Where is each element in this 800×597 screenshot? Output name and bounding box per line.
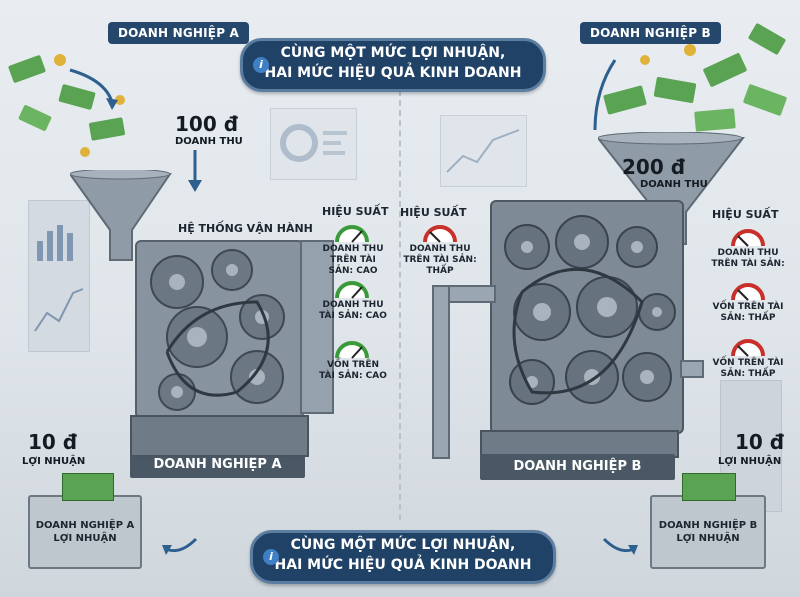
gauge-icon — [335, 225, 369, 243]
left-metric-3-label: VỐN TRÊN TÀI SẢN: CAO — [319, 360, 387, 381]
falling-money-left — [8, 54, 125, 157]
left-curve-arrow-icon — [162, 537, 198, 555]
machine-a — [135, 240, 304, 419]
left-down-arrow-icon — [188, 150, 202, 192]
right-profit-label: LỢI NHUẬN — [718, 456, 782, 467]
falling-money-right — [593, 23, 787, 132]
left-basket-line1: DOANH NGHIỆP A — [35, 520, 135, 531]
bottom-banner-line1: CÙNG MỘT MỨC LỢI NHUẬN, — [290, 537, 516, 553]
arrow-icon — [593, 59, 617, 131]
right-revenue-label: DOANH THU — [640, 179, 708, 190]
basket-icon-right: DOANH NGHIỆP B LỢI NHUẬN — [650, 473, 766, 569]
gear-cluster-left — [150, 249, 285, 411]
right-left-metric: DOANH THU TRÊN TÀI SẢN: THẤP — [400, 222, 480, 277]
right-metric-2: VỐN TRÊN TÀI SẢN: THẤP — [708, 280, 788, 324]
info-icon: i — [253, 57, 269, 73]
left-metric-2-label: DOANH THU TÀI SẢN: CAO — [319, 300, 387, 321]
right-metric-3: VỐN TRÊN TÀI SẢN: THẤP — [708, 336, 788, 380]
right-curve-arrow-icon — [602, 537, 638, 555]
top-banner: i CÙNG MỘT MỨC LỢI NHUẬN, HAI MỨC HIỆU Q… — [240, 38, 546, 92]
bg-chart-panel-center — [270, 108, 357, 180]
left-metric-1-label: DOANH THU TRÊN TÀI SẢN: CAO — [322, 244, 384, 276]
machine-a-side-panel — [300, 240, 334, 414]
machine-b — [490, 200, 684, 434]
pie-chart-icon — [280, 124, 347, 162]
right-basket-line1: DOANH NGHIỆP B — [658, 520, 758, 531]
arrow-icon — [69, 68, 114, 103]
top-banner-line1: CÙNG MỘT MỨC LỢI NHUẬN, — [280, 45, 506, 61]
company-b-tag: DOANH NGHIỆP B — [580, 22, 721, 44]
top-banner-line2: HAI MỨC HIỆU QUẢ KINH DOANH — [264, 65, 522, 81]
right-performance-label-right: HIỆU SUẤT — [712, 208, 779, 221]
right-metric-1: DOANH THU TRÊN TÀI SẢN: — [708, 226, 788, 270]
bg-chart-panel-center-right — [440, 115, 527, 187]
right-metric-2-label: VỐN TRÊN TÀI SẢN: THẤP — [712, 302, 784, 323]
left-system-label: HỆ THỐNG VẬN HÀNH — [178, 222, 313, 235]
bar-chart-icon — [34, 225, 84, 332]
money-bill-icon — [8, 54, 125, 157]
gauge-icon — [731, 283, 765, 301]
bg-server-rack-right — [720, 380, 782, 512]
right-profit-value: 10 đ — [735, 430, 785, 454]
left-revenue-label: DOANH THU — [175, 136, 243, 147]
gear-cluster-right — [504, 215, 676, 405]
gauge-icon — [731, 229, 765, 247]
left-metric-1: DOANH THU TRÊN TÀI SẢN: CAO — [318, 222, 388, 277]
right-metric-3-label: VỐN TRÊN TÀI SẢN: THẤP — [712, 358, 784, 379]
bg-chart-panel-left — [28, 200, 90, 352]
right-left-metric-label: DOANH THU TRÊN TÀI SẢN: THẤP — [403, 244, 477, 276]
basket-icon-left: DOANH NGHIỆP A LỢI NHUẬN — [28, 473, 142, 569]
center-divider — [399, 90, 401, 520]
pipe-right — [680, 360, 704, 378]
left-metric-2: DOANH THU TÀI SẢN: CAO — [318, 278, 388, 322]
bottom-banner: i CÙNG MỘT MỨC LỢI NHUẬN, HAI MỨC HIỆU Q… — [250, 530, 556, 584]
left-basket-line2: LỢI NHUẬN — [53, 533, 117, 544]
left-profit-value: 10 đ — [28, 430, 78, 454]
left-performance-label: HIỆU SUẤT — [322, 205, 389, 218]
money-stack-icon — [62, 473, 114, 501]
left-metric-3: VỐN TRÊN TÀI SẢN: CAO — [318, 338, 388, 382]
line-chart-icon — [446, 129, 520, 173]
left-revenue-value: 100 đ — [175, 112, 239, 136]
money-bill-icon — [603, 23, 787, 132]
funnel-icon-right — [598, 132, 746, 245]
gauge-icon — [335, 341, 369, 359]
gauge-icon — [335, 281, 369, 299]
funnel-icon-left — [70, 170, 172, 261]
machine-b-label: DOANH NGHIỆP B — [480, 454, 675, 480]
company-a-tag: DOANH NGHIỆP A — [108, 22, 250, 44]
info-icon: i — [263, 549, 279, 565]
money-stack-icon — [682, 473, 736, 501]
right-basket-line2: LỢI NHUẬN — [676, 533, 740, 544]
gauge-icon — [423, 225, 457, 243]
machine-a-base — [130, 415, 309, 457]
left-profit-label: LỢI NHUẬN — [22, 456, 86, 467]
bottom-banner-line2: HAI MỨC HIỆU QUẢ KINH DOANH — [274, 557, 532, 573]
right-performance-label-left: HIỆU SUẤT — [400, 206, 467, 219]
gauge-icon — [731, 339, 765, 357]
pipe-vertical — [432, 285, 450, 459]
right-revenue-value: 200 đ — [622, 155, 686, 179]
right-metric-1-label: DOANH THU TRÊN TÀI SẢN: — [711, 248, 785, 269]
